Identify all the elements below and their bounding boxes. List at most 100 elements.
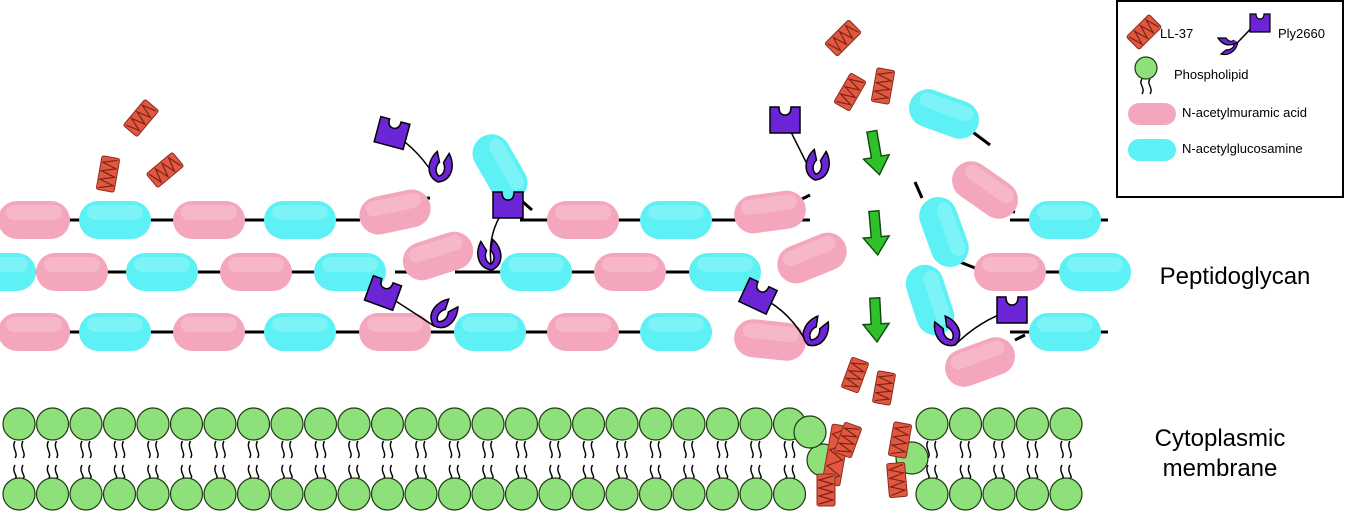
phospholipid-head bbox=[948, 407, 983, 441]
murnac-sugar bbox=[952, 161, 1018, 219]
phospholipid-tails bbox=[993, 464, 1005, 479]
murnac-sugar bbox=[220, 253, 292, 291]
phospholipid-head bbox=[471, 407, 505, 441]
peptidoglycan-label: Peptidoglycan bbox=[1159, 263, 1311, 290]
murnac-sugar bbox=[945, 337, 1015, 387]
phospholipid-head bbox=[169, 407, 204, 441]
phospholipid-tails bbox=[649, 440, 662, 459]
phospholipid-tails bbox=[46, 440, 59, 459]
phospholipid-tails bbox=[381, 464, 394, 479]
phospholipid-tails bbox=[515, 464, 528, 479]
phospholipid-head bbox=[915, 477, 949, 511]
legend-phospholipid-label: Phospholipid bbox=[1174, 67, 1249, 82]
phospholipid-head bbox=[504, 407, 539, 441]
ll37-peptide bbox=[834, 421, 862, 459]
phospholipid-head bbox=[948, 477, 983, 511]
phospholipid-head bbox=[793, 415, 827, 449]
phospholipid-head bbox=[337, 477, 371, 511]
glcnac-sugar bbox=[640, 201, 712, 239]
phospholipid-tails bbox=[415, 440, 427, 459]
phospholipid-tails bbox=[415, 464, 427, 479]
phospholipid-head bbox=[982, 477, 1016, 511]
phospholipid-tails bbox=[448, 440, 461, 459]
phospholipid-tails bbox=[926, 440, 938, 459]
down-arrow-icon bbox=[862, 129, 891, 176]
phospholipid-head bbox=[370, 407, 405, 441]
phospholipid-head bbox=[915, 407, 949, 441]
membrane-label-line1: Cytoplasmic bbox=[1154, 425, 1286, 452]
phospholipid-head bbox=[1049, 477, 1083, 511]
phospholipid-head bbox=[672, 407, 706, 441]
phospholipid-tails bbox=[549, 464, 561, 479]
phospholipid-tails bbox=[783, 440, 796, 459]
phospholipid-head bbox=[1015, 477, 1050, 511]
glcnac-sugar bbox=[905, 264, 955, 336]
murnac-sugar bbox=[359, 313, 431, 351]
phospholipid-head bbox=[638, 477, 673, 511]
phospholipid-head bbox=[538, 407, 572, 441]
phospholipid-head bbox=[2, 477, 36, 511]
legend-ll37-label: LL-37 bbox=[1160, 26, 1194, 41]
phospholipid-head bbox=[136, 477, 170, 511]
phospholipid-tails bbox=[247, 440, 260, 459]
phospholipid-tails bbox=[214, 440, 226, 459]
legend-phospholipid-icon bbox=[1134, 56, 1158, 95]
legend-murnac-label: N-acetylmuramic acid bbox=[1182, 105, 1307, 120]
phospholipid-head bbox=[739, 407, 773, 441]
phospholipid-tails bbox=[582, 440, 595, 459]
phospholipid-head bbox=[605, 477, 639, 511]
phospholipid-head bbox=[35, 407, 70, 441]
phospholipid-tails bbox=[993, 440, 1005, 459]
phospholipid-head bbox=[504, 477, 539, 511]
phospholipid-tails bbox=[750, 464, 762, 479]
phospholipid-head bbox=[270, 407, 304, 441]
phospholipid-head bbox=[1049, 407, 1083, 441]
murnac-sugar bbox=[0, 201, 70, 239]
phospholipid-tails bbox=[750, 440, 762, 459]
murnac-sugar bbox=[594, 253, 666, 291]
phospholipid-tails bbox=[482, 440, 494, 459]
murnac-sugar bbox=[359, 189, 431, 235]
glcnac-sugar bbox=[689, 253, 761, 291]
penetration-arrows bbox=[861, 129, 891, 344]
legend-ply2660-label: Ply2660 bbox=[1278, 26, 1325, 41]
legend-graphics bbox=[1126, 13, 1271, 161]
phospholipid-tails bbox=[515, 440, 528, 459]
glcnac-sugar bbox=[314, 253, 386, 291]
ll37-peptide bbox=[888, 421, 912, 459]
phospholipid-tails bbox=[1060, 464, 1072, 479]
phospholipid-head bbox=[404, 407, 438, 441]
phospholipid-tails bbox=[147, 464, 159, 479]
phospholipid-tails bbox=[381, 440, 394, 459]
phospholipid-tails bbox=[113, 440, 126, 459]
phospholipid-head bbox=[69, 477, 103, 511]
phospholipid-head bbox=[1015, 407, 1050, 441]
down-arrow-icon bbox=[861, 209, 891, 257]
phospholipid-head bbox=[982, 407, 1016, 441]
ll37-peptide bbox=[816, 473, 836, 507]
phospholipid-head bbox=[69, 407, 103, 441]
phospholipid-head bbox=[203, 477, 237, 511]
murnac-sugar bbox=[547, 313, 619, 351]
murnac-sugar bbox=[173, 313, 245, 351]
phospholipid-tails bbox=[314, 440, 327, 459]
glcnac-sugar bbox=[454, 313, 526, 351]
glcnac-sugar bbox=[472, 134, 528, 202]
phospholipid-tails bbox=[348, 464, 360, 479]
murnac-sugar bbox=[734, 190, 806, 234]
phospholipid-head bbox=[672, 477, 706, 511]
phospholipid-tails bbox=[616, 440, 628, 459]
ll37-peptide bbox=[841, 356, 869, 394]
glcnac-sugar bbox=[909, 89, 979, 139]
glcnac-sugar bbox=[1029, 201, 1101, 239]
phospholipid-tails bbox=[281, 440, 293, 459]
phospholipid-tails bbox=[348, 440, 360, 459]
murnac-sugar bbox=[0, 313, 70, 351]
ll37-peptide bbox=[146, 152, 184, 188]
phospholipid-tails bbox=[549, 440, 561, 459]
phospholipid-head bbox=[136, 407, 170, 441]
murnac-sugar bbox=[734, 319, 806, 361]
phospholipid-tails bbox=[649, 464, 662, 479]
phospholipid-head bbox=[437, 477, 472, 511]
phospholipid-head bbox=[303, 477, 338, 511]
